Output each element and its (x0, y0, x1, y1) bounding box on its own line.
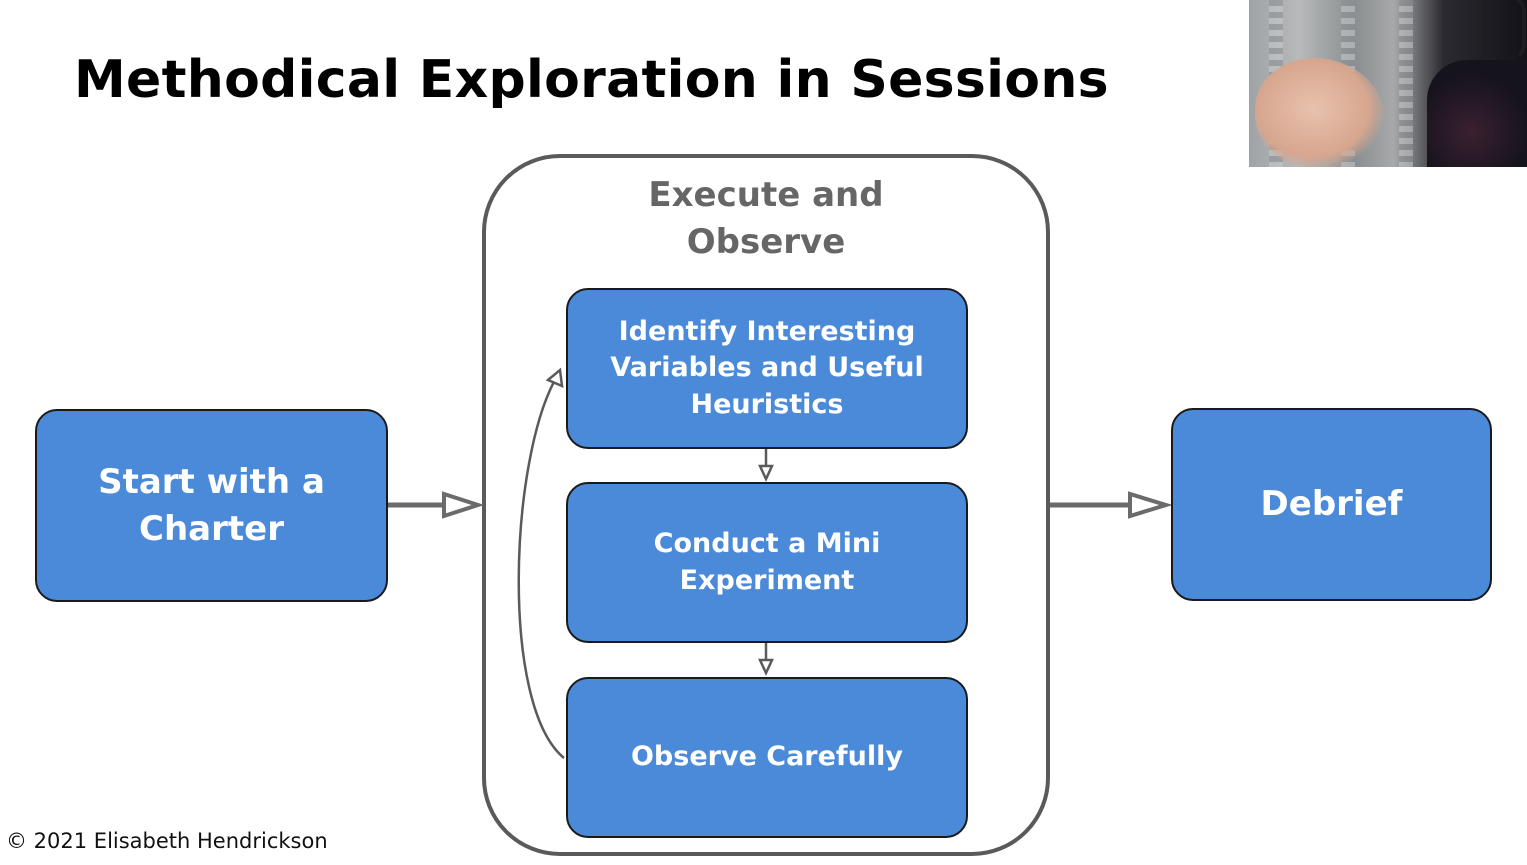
mini-experiment-label: Conduct a Mini Experiment (653, 528, 881, 596)
mini-experiment-box: Conduct a Mini Experiment (566, 482, 968, 643)
speaker-shirt (1427, 60, 1527, 167)
headset-icon (1482, 0, 1526, 62)
start-charter-label: Start with a Charter (98, 461, 325, 549)
copyright-notice: © 2021 Elisabeth Hendrickson (6, 829, 328, 853)
identify-variables-label: Identify Interesting Variables and Usefu… (610, 315, 924, 420)
start-charter-box: Start with a Charter (35, 409, 388, 602)
webcam-video-thumbnail (1249, 0, 1527, 167)
arrow-step2-to-step3 (758, 643, 774, 676)
loop-back-arrow (517, 367, 565, 759)
identify-variables-box: Identify Interesting Variables and Usefu… (566, 288, 968, 449)
arrow-container-to-debrief (1050, 491, 1173, 519)
debrief-label: Debrief (1260, 484, 1403, 525)
execute-observe-label: Execute and Observe (648, 175, 884, 262)
debrief-box: Debrief (1171, 408, 1492, 601)
arrow-start-to-container (388, 491, 485, 519)
observe-carefully-box: Observe Carefully (566, 677, 968, 838)
arrow-step1-to-step2 (758, 449, 774, 482)
speaker-hand (1255, 58, 1385, 167)
observe-carefully-label: Observe Carefully (630, 741, 904, 773)
slide-title: Methodical Exploration in Sessions (74, 50, 1109, 110)
